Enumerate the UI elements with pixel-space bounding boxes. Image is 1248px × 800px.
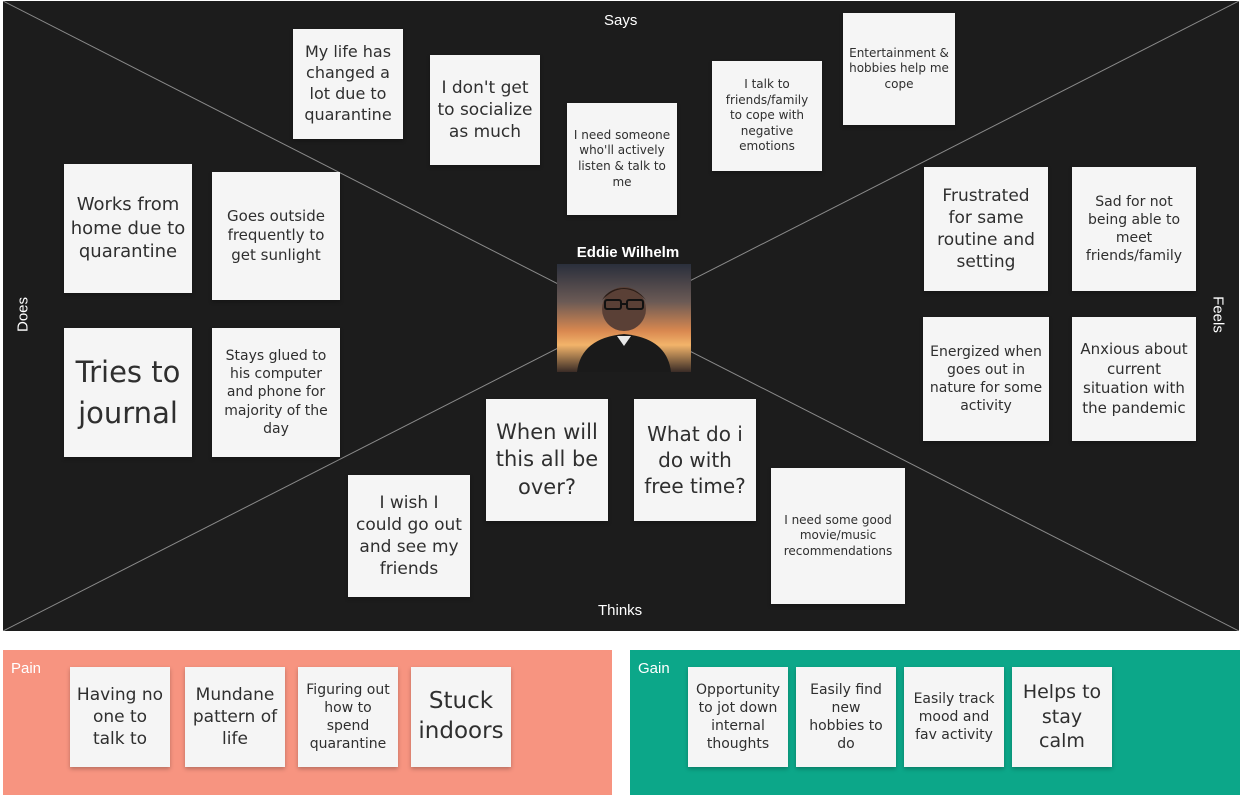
pain-label: Pain [11,660,42,677]
does-label: Does [14,296,32,333]
persona-name: Eddie Wilhelm [576,244,680,261]
does-note[interactable]: Works from home due to quarantine [64,164,192,293]
gain-section: Gain Opportunity to jot down internal th… [630,650,1240,795]
thinks-note[interactable]: I need some good movie/music recommendat… [771,468,905,604]
thinks-label: Thinks [598,602,643,619]
gain-label: Gain [638,660,670,677]
pain-note[interactable]: Figuring out how to spend quarantine [298,667,398,767]
says-note[interactable]: I don't get to socialize as much [430,55,540,165]
pain-section: Pain Having no one to talk to Mundane pa… [3,650,612,795]
empathy-map-board: Says Thinks Does Feels Eddie Wilhelm My … [3,1,1239,631]
gain-note[interactable]: Easily track mood and fav activity [904,667,1004,767]
gain-note[interactable]: Helps to stay calm [1012,667,1112,767]
persona-avatar [557,264,691,372]
feels-label: Feels [1209,296,1227,333]
persona-portrait-icon [577,287,671,372]
feels-note[interactable]: Sad for not being able to meet friends/f… [1072,167,1196,291]
says-note[interactable]: Entertainment & hobbies help me cope [843,13,955,125]
says-label: Says [604,12,638,29]
says-note[interactable]: My life has changed a lot due to quarant… [293,29,403,139]
does-note[interactable]: Goes outside frequently to get sunlight [212,172,340,300]
thinks-note[interactable]: What do i do with free time? [634,399,756,521]
gain-note[interactable]: Easily find new hobbies to do [796,667,896,767]
pain-note[interactable]: Stuck indoors [411,667,511,767]
pain-note[interactable]: Mundane pattern of life [185,667,285,767]
feels-note[interactable]: Anxious about current situation with the… [1072,317,1196,441]
thinks-note[interactable]: I wish I could go out and see my friends [348,475,470,597]
feels-note[interactable]: Frustrated for same routine and setting [924,167,1048,291]
thinks-note[interactable]: When will this all be over? [486,399,608,521]
does-note[interactable]: Stays glued to his computer and phone fo… [212,328,340,457]
pain-note[interactable]: Having no one to talk to [70,667,170,767]
does-note[interactable]: Tries to journal [64,328,192,457]
says-note[interactable]: I talk to friends/family to cope with ne… [712,61,822,171]
gain-note[interactable]: Opportunity to jot down internal thought… [688,667,788,767]
says-note[interactable]: I need someone who'll actively listen & … [567,103,677,215]
feels-note[interactable]: Energized when goes out in nature for so… [923,317,1049,441]
